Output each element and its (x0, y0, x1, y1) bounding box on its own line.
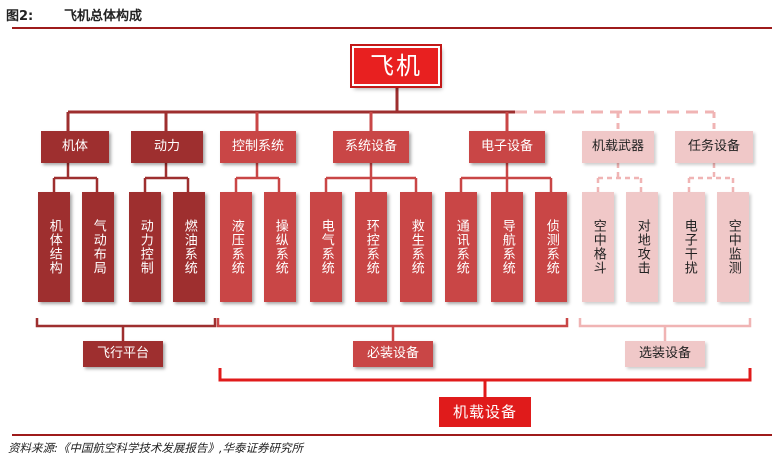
group-electronic-equipment: 电子设备 (469, 131, 545, 163)
group-mission-equipment: 任务设备 (675, 131, 753, 163)
figure-label: 图2: (6, 9, 34, 24)
root-aircraft: 飞机 (352, 46, 440, 86)
leaf-ground-attack: 对地攻击 (626, 192, 658, 302)
category-required-equipment: 必装设备 (353, 341, 433, 367)
category-airborne-equipment: 机载设备 (439, 397, 531, 427)
leaf-navigation-system: 导航系统 (491, 192, 523, 302)
leaf-detection-system: 侦测系统 (535, 192, 567, 302)
leaf-electrical-system: 电气系统 (310, 192, 342, 302)
leaf-fuel-system: 燃油系统 (173, 192, 205, 302)
group-airborne-weapons: 机载武器 (582, 131, 654, 163)
leaf-electronic-jamming: 电子干扰 (673, 192, 705, 302)
leaf-power-control: 动力控制 (129, 192, 161, 302)
leaf-aerodynamic-layout: 气动布局 (82, 192, 114, 302)
leaf-airframe-structure: 机体结构 (38, 192, 70, 302)
group-airframe: 机体 (41, 131, 109, 163)
leaf-air-monitoring: 空中监测 (717, 192, 749, 302)
group-system-equipment: 系统设备 (333, 131, 409, 163)
leaf-air-combat: 空中格斗 (582, 192, 614, 302)
leaf-communication-system: 通讯系统 (445, 192, 477, 302)
group-control-system: 控制系统 (220, 131, 296, 163)
group-power: 动力 (131, 131, 203, 163)
leaf-environmental-control: 环控系统 (355, 192, 387, 302)
figure-title: 飞机总体构成 (64, 9, 143, 24)
leaf-life-support-system: 救生系统 (400, 192, 432, 302)
category-optional-equipment: 选装设备 (625, 341, 705, 367)
source-note: 资料来源:《中国航空科学技术发展报告》,华泰证券研究所 (8, 441, 304, 455)
footer-rule (12, 434, 772, 436)
category-flight-platform: 飞行平台 (83, 341, 163, 367)
leaf-hydraulic-system: 液压系统 (220, 192, 252, 302)
leaf-manipulation-system: 操纵系统 (264, 192, 296, 302)
header-rule (12, 27, 772, 29)
